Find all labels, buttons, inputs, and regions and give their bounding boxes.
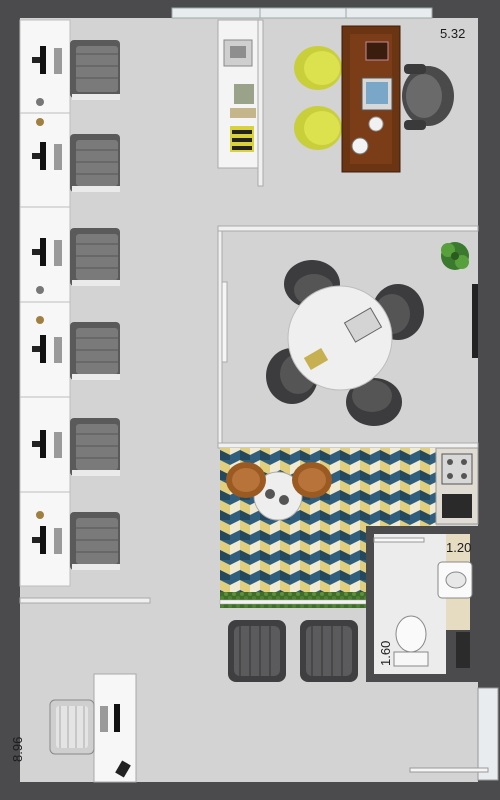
director-office: [217, 19, 454, 187]
coffee-machine: [442, 494, 472, 518]
dimension-wc-width: 1.20: [446, 540, 472, 555]
keyboard: [100, 706, 108, 732]
reception-chair: [49, 699, 95, 755]
monitor: [40, 335, 46, 363]
workstation-3: [20, 228, 120, 303]
reception: [49, 673, 489, 783]
office-chair: [70, 40, 120, 100]
wc-shaft: [456, 632, 470, 668]
meeting-door: [221, 281, 228, 363]
partition: [19, 597, 151, 604]
keyboard: [54, 528, 62, 554]
desk-box: [365, 41, 389, 61]
workstation-6: [32, 511, 120, 570]
workstation-1: [20, 40, 120, 114]
keyboard: [54, 144, 62, 170]
keyboard: [54, 240, 62, 266]
keyboard: [54, 337, 62, 363]
tv-screen: [472, 284, 478, 358]
monitor: [114, 704, 120, 732]
entrance-door: [409, 767, 489, 773]
wc: [366, 526, 478, 682]
meeting-wall-bottom: [217, 442, 479, 449]
workstation-2: [20, 118, 120, 208]
keyboard: [54, 48, 62, 74]
toilet: [393, 615, 429, 667]
office-chair: [70, 322, 120, 380]
guest-chair-yellow-1: [294, 46, 342, 90]
office-chair: [70, 228, 120, 286]
door: [257, 19, 264, 187]
executive-chair: [402, 64, 454, 130]
dimension-office-length: 8.96: [10, 736, 25, 762]
laptop: [343, 307, 383, 343]
window-right: [477, 687, 499, 781]
monitor: [40, 46, 46, 74]
monitor: [40, 430, 46, 458]
desk-lamp: [368, 116, 384, 132]
round-meeting-table: [287, 285, 393, 391]
lounge: [228, 620, 358, 682]
window-top: [171, 7, 433, 19]
meeting-room: [217, 225, 479, 449]
meeting-wall-left: [217, 230, 223, 448]
keyboard: [54, 432, 62, 458]
lounge-chair-2: [300, 620, 358, 682]
workstation-4: [20, 316, 120, 398]
wood-chair-2: [292, 462, 332, 498]
guest-chair-yellow-2: [294, 106, 342, 150]
workstation-row: [19, 19, 120, 587]
wood-chair-1: [226, 462, 266, 498]
office-chair: [70, 418, 120, 476]
office-chair: [70, 134, 120, 192]
meeting-chair-4: [346, 378, 402, 426]
monitor: [40, 238, 46, 266]
monitor: [40, 526, 46, 554]
workstation-5: [20, 418, 120, 493]
wc-door: [373, 537, 425, 543]
office-chair: [70, 512, 120, 570]
potted-plant: [441, 242, 469, 270]
meeting-wall-top: [217, 225, 479, 232]
monitor: [40, 142, 46, 170]
lounge-chair-1: [228, 620, 286, 682]
cooktop: [441, 453, 473, 485]
dimension-office-width: 5.32: [440, 26, 466, 41]
dimension-wc-length: 1.60: [378, 640, 393, 666]
